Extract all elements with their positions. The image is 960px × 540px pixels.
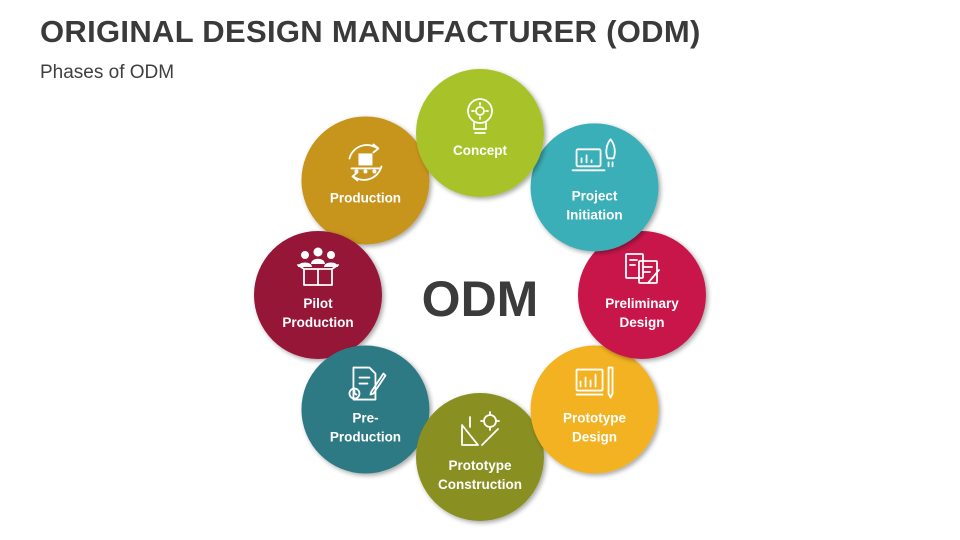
- phase-label-line: Design: [572, 430, 617, 445]
- phase-circle: [416, 393, 544, 521]
- phase-label-line: Production: [330, 190, 401, 205]
- laptop-rocket-icon: [571, 138, 616, 172]
- phase-circle: [578, 231, 706, 359]
- phase-label-line: Initiation: [566, 207, 622, 222]
- page-subtitle: Phases of ODM: [40, 62, 175, 83]
- phase-8: Production: [301, 116, 430, 245]
- phase-label-line: Concept: [453, 143, 508, 158]
- page-title: ORIGINAL DESIGN MANUFACTURER (ODM): [40, 14, 701, 49]
- lightbulb-gear-icon: [467, 98, 493, 134]
- drafting-tools-icon: [461, 411, 500, 446]
- conveyor-box-icon: [348, 143, 383, 182]
- phase-label-line: Production: [330, 430, 401, 445]
- blueprint-documents-icon: [625, 253, 660, 284]
- phase-circle: [530, 345, 659, 474]
- phase-label-line: Pilot: [303, 296, 333, 311]
- design-board-icon: [575, 366, 614, 399]
- phase-label-line: Preliminary: [605, 296, 679, 311]
- phase-1: Concept: [416, 69, 544, 197]
- phase-label-line: Pre-: [352, 411, 378, 426]
- phase-6: Pre- Production: [301, 345, 430, 474]
- phase-label-line: Prototype: [563, 411, 626, 426]
- phase-circle: [301, 345, 430, 474]
- phase-label-line: Production: [282, 315, 353, 330]
- team-box-icon: [297, 247, 339, 286]
- phase-label-line: Construction: [438, 477, 522, 492]
- phase-label-line: Project: [572, 188, 618, 203]
- phase-circle: [254, 231, 382, 359]
- document-pen-icon: [348, 366, 387, 401]
- center-label: ODM: [422, 271, 539, 327]
- phase-label-line: Design: [619, 315, 664, 330]
- phase-label-line: Prototype: [448, 458, 511, 473]
- phase-circle: [530, 123, 659, 252]
